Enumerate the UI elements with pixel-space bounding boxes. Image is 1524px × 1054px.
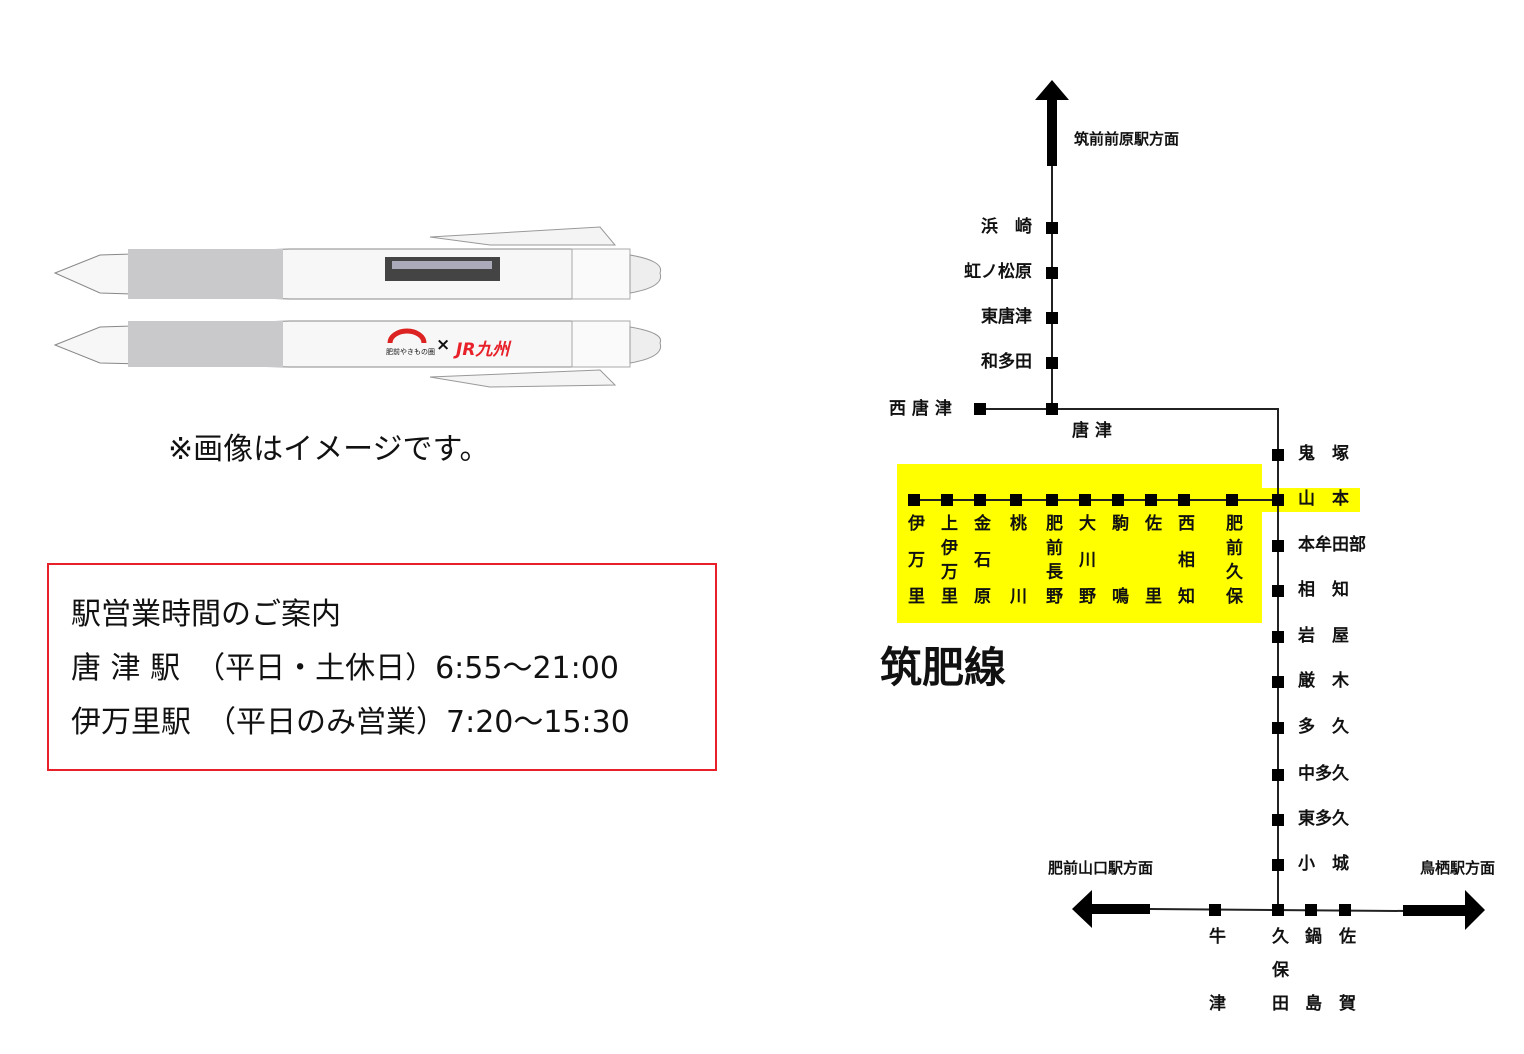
station-marker	[1046, 267, 1058, 279]
time: 6:55～21:00	[435, 651, 619, 686]
station-marker	[1209, 904, 1221, 916]
station-iwaya: 岩 屋	[1298, 626, 1349, 646]
station-marker	[1272, 540, 1284, 552]
station-kamiimari: 上伊万里	[937, 514, 957, 604]
station-marker	[1272, 676, 1284, 688]
station-marker	[1272, 814, 1284, 826]
station-marker	[974, 403, 986, 415]
direction-west: 肥前山口駅方面	[1048, 859, 1154, 877]
station-nishikaratsu: 西 唐 津	[889, 399, 952, 419]
station-marker	[1046, 312, 1058, 324]
highlight-area	[897, 464, 1262, 623]
station-marker	[1226, 494, 1238, 506]
station-marker	[1272, 585, 1284, 597]
days: （平日・土休日）	[210, 651, 436, 686]
pen-logo-left: 肥前やきもの圏	[386, 348, 435, 356]
station-marker	[974, 494, 986, 506]
station-yamamoto: 山 本	[1298, 489, 1349, 509]
station: 唐 津 駅	[71, 651, 181, 686]
station-marker	[1046, 222, 1058, 234]
station-marker	[1046, 403, 1058, 415]
station-marker	[1112, 494, 1124, 506]
station-hamasaki: 浜 崎	[981, 217, 1032, 237]
station-marker	[1272, 722, 1284, 734]
pen-image	[53, 226, 662, 388]
station-marker	[1272, 631, 1284, 643]
hours-row-karatsu: 唐 津 駅 （平日・土休日）6:55～21:00	[71, 643, 619, 687]
station-marker	[908, 494, 920, 506]
arrow-east	[1403, 890, 1485, 930]
arrow-north	[1035, 80, 1069, 166]
station-marker	[1272, 859, 1284, 871]
station-okawano: 大川野	[1075, 514, 1095, 604]
station-karatsu: 唐 津	[1072, 421, 1112, 441]
station-ushizu: 牛津	[1205, 927, 1225, 1011]
days: （平日のみ営業）	[221, 705, 446, 740]
pen-top	[53, 226, 662, 300]
station-hizenkubo: 肥前久保	[1222, 514, 1242, 604]
station-wataida: 和多田	[981, 352, 1032, 372]
station-nakataku: 中多久	[1298, 764, 1349, 784]
station-marker	[1272, 494, 1284, 506]
station-honmutabe: 本牟田部	[1298, 535, 1366, 555]
station-marker	[1272, 904, 1284, 916]
station-saga: 佐賀	[1335, 927, 1355, 1011]
hours-row-imari: 伊万里駅 （平日のみ営業）7:20～15:30	[71, 697, 630, 741]
station-nijinomatsubara: 虹ノ松原	[964, 262, 1032, 282]
station-marker	[941, 494, 953, 506]
station-taku: 多 久	[1298, 717, 1349, 737]
station-ouchi: 相 知	[1298, 580, 1349, 600]
hours-title: 駅営業時間のご案内	[71, 597, 341, 632]
station-nabeshima: 鍋島	[1301, 927, 1321, 1011]
station-kyuragi: 厳 木	[1298, 671, 1349, 691]
station-ogi: 小 城	[1298, 854, 1349, 874]
hours-box: 駅営業時間のご案内 唐 津 駅 （平日・土休日）6:55～21:00 伊万里駅 …	[47, 563, 717, 771]
station-momonokawa: 桃川	[1006, 514, 1026, 604]
pen-cross: ×	[436, 335, 451, 355]
station-kanaishihara: 金石原	[970, 514, 990, 604]
station-marker	[1272, 449, 1284, 461]
station-marker	[1046, 494, 1058, 506]
station-marker	[1145, 494, 1157, 506]
station-marker	[1046, 357, 1058, 369]
station-higashitaku: 東多久	[1298, 809, 1349, 829]
station-kubota: 久保田	[1268, 927, 1288, 1011]
station-marker	[1339, 904, 1351, 916]
station-marker	[1272, 769, 1284, 781]
station-hizennagano: 肥前長野	[1042, 514, 1062, 604]
image-caption: ※画像はイメージです。	[168, 432, 490, 467]
arrow-west	[1072, 890, 1150, 928]
station: 伊万里駅	[71, 705, 191, 740]
station-onizuka: 鬼 塚	[1298, 444, 1349, 464]
station-marker	[1010, 494, 1022, 506]
station-nishiouchi: 西相知	[1174, 514, 1194, 604]
station-komanaki: 駒鳴	[1108, 514, 1128, 604]
pen-bottom	[53, 320, 662, 388]
station-sari: 佐里	[1141, 514, 1161, 604]
station-marker	[1305, 904, 1317, 916]
station-marker	[1079, 494, 1091, 506]
direction-north: 筑前前原駅方面	[1074, 130, 1180, 148]
pen-logo-jr: JR九州	[456, 340, 510, 360]
station-marker	[1178, 494, 1190, 506]
direction-east: 鳥栖駅方面	[1420, 859, 1496, 877]
line-name: 筑肥線	[880, 643, 1007, 692]
station-higashikaratsu: 東唐津	[981, 307, 1032, 327]
time: 7:20～15:30	[446, 705, 630, 740]
station-imari: 伊万里	[904, 514, 924, 604]
